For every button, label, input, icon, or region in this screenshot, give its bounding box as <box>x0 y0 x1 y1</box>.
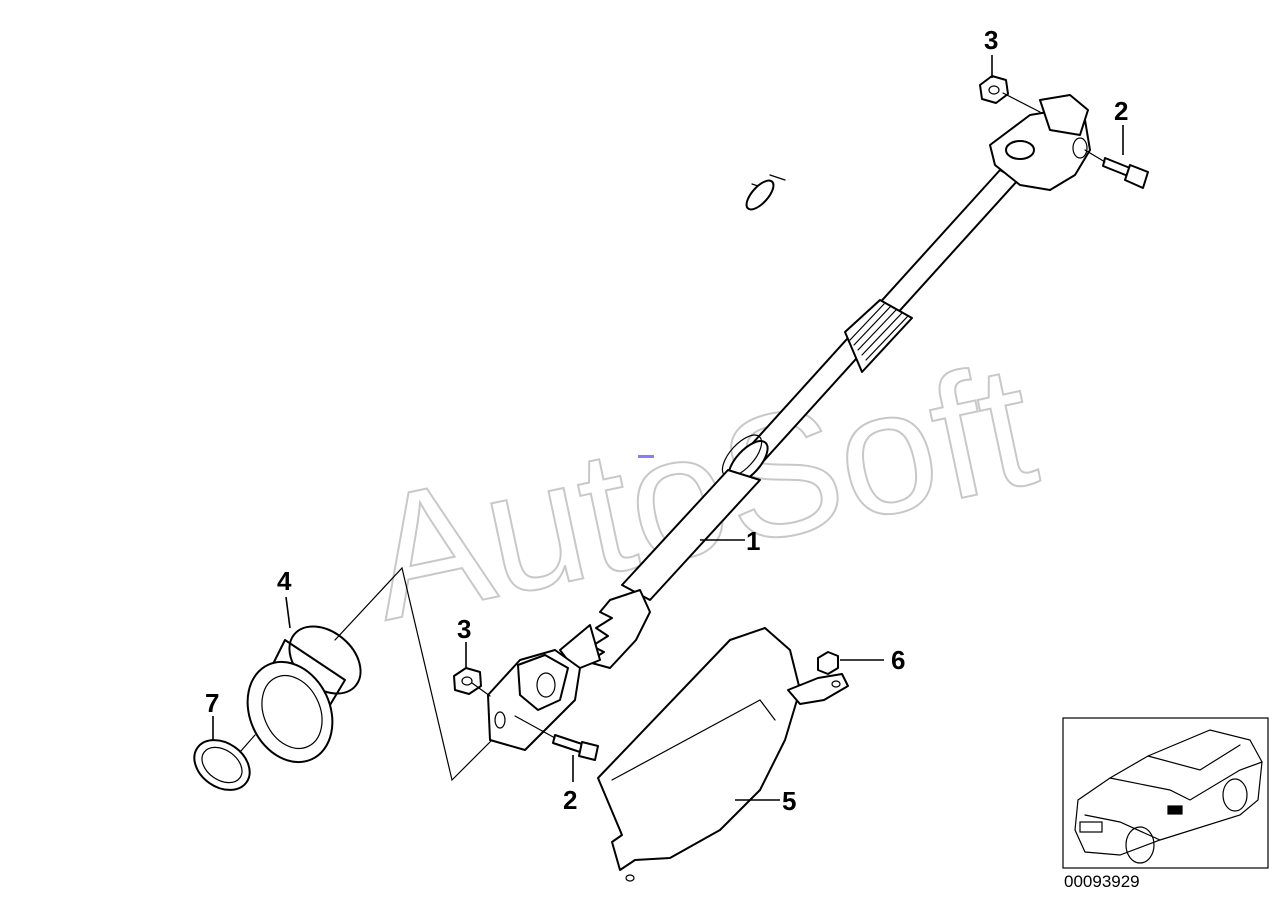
upper-universal-joint <box>989 94 1091 191</box>
watermark-text: AutoSoft <box>353 327 1050 657</box>
part-label-3-upper: 3 <box>984 25 998 55</box>
part-label-7: 7 <box>205 688 219 718</box>
lower-universal-joint <box>487 649 581 751</box>
part-label-1: 1 <box>746 526 760 556</box>
part-label-2-lower: 2 <box>563 785 577 815</box>
part-label-2-upper: 2 <box>1114 96 1128 126</box>
vehicle-thumbnail <box>1062 717 1269 869</box>
part-label-3-lower: 3 <box>457 614 471 644</box>
heat-shield-part-5 <box>597 627 849 882</box>
assembly-guide-lines <box>239 92 1106 782</box>
ring-part-7 <box>193 739 251 791</box>
marker-dash <box>638 455 654 458</box>
nut-part-6 <box>817 651 839 675</box>
steering-shaft-part-1 <box>559 169 1019 671</box>
bolt-upper-part-2 <box>1102 157 1149 189</box>
part-label-5: 5 <box>782 786 796 816</box>
nut-lower-part-3 <box>453 667 482 695</box>
part-label-6: 6 <box>891 645 905 675</box>
bolt-lower-part-2 <box>552 734 599 761</box>
diagram-id: 00093929 <box>1064 872 1140 891</box>
callout-lines <box>212 55 1124 801</box>
nut-upper-part-3 <box>979 75 1009 104</box>
boot-seal-part-4 <box>246 625 362 764</box>
part-label-4: 4 <box>277 566 292 596</box>
watermark: AutoSoft <box>352 326 1051 658</box>
